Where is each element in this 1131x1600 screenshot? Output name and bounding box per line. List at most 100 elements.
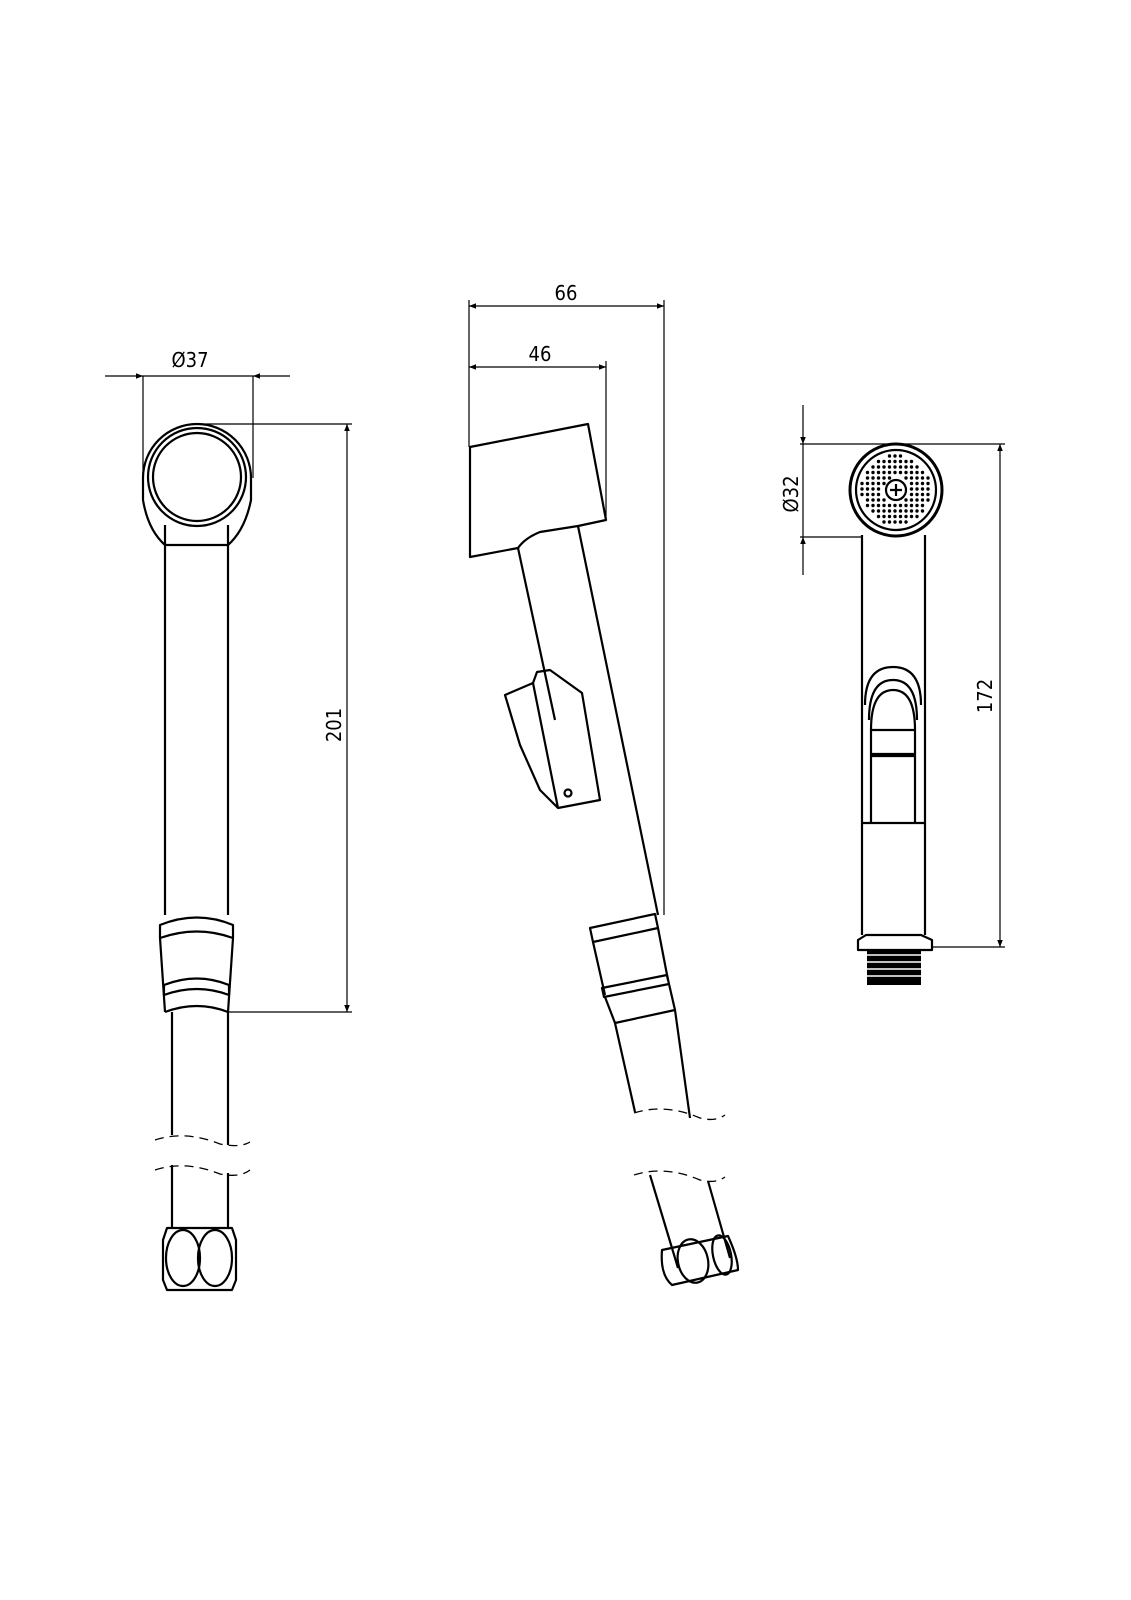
nozzle-dot xyxy=(898,459,903,464)
nozzle-dot xyxy=(887,459,892,464)
nozzle-dot xyxy=(876,498,881,502)
collar-ring xyxy=(600,973,677,1025)
spray-nozzles xyxy=(860,454,930,524)
nozzle-dot xyxy=(882,459,886,464)
hose-upper xyxy=(170,1012,230,1145)
nozzle-dot xyxy=(904,498,908,502)
nozzle-dot xyxy=(893,503,897,508)
nozzle-dot xyxy=(876,481,881,486)
nozzle-dot xyxy=(871,492,875,497)
nozzle-dot xyxy=(882,509,886,513)
nozzle-dot xyxy=(893,514,897,519)
nozzle-dot xyxy=(871,481,875,486)
nozzle-dot xyxy=(915,514,919,519)
nozzle-dot xyxy=(876,476,881,480)
hose-nut xyxy=(161,1226,238,1292)
break-line-1 xyxy=(633,1108,726,1121)
nozzle-dot xyxy=(915,470,919,475)
nozzle-dot xyxy=(893,470,897,475)
handle-body xyxy=(163,525,230,915)
top-view: Ø32 172 xyxy=(779,405,1005,985)
trigger-pin xyxy=(563,788,573,798)
nozzle-dot xyxy=(904,514,908,519)
nozzle-dot xyxy=(893,509,897,513)
nozzle-dot xyxy=(876,492,881,497)
hose-lower xyxy=(170,1165,230,1228)
nozzle-dot xyxy=(882,470,886,475)
nozzle-dot xyxy=(871,509,875,513)
nozzle-dot xyxy=(898,503,903,508)
nozzle-dot xyxy=(915,476,919,480)
nozzle-dot xyxy=(920,487,925,491)
nozzle-dot xyxy=(904,459,908,464)
nozzle-dot xyxy=(898,520,903,524)
thread xyxy=(867,950,921,985)
nozzle-dot xyxy=(915,481,919,486)
nozzle-dot xyxy=(915,487,919,491)
nozzle-dot xyxy=(909,514,914,519)
nozzle-dot xyxy=(915,503,919,508)
nozzle-dot xyxy=(887,454,892,458)
spray-face xyxy=(854,448,938,532)
nozzle-dot xyxy=(871,465,875,469)
side-view: 66 46 xyxy=(468,281,740,1287)
nozzle-dot xyxy=(915,509,919,513)
nozzle-dot xyxy=(882,503,886,508)
nozzle-dot xyxy=(882,520,886,524)
nozzle-dot xyxy=(909,492,914,497)
nozzle-dot xyxy=(876,487,881,491)
nozzle-dot xyxy=(893,465,897,469)
nozzle-dot xyxy=(876,470,881,475)
nozzle-dot xyxy=(887,509,892,513)
nozzle-dot xyxy=(904,509,908,513)
collar-top xyxy=(158,916,235,1013)
handle-body xyxy=(516,525,660,916)
trigger-arch-outer xyxy=(863,665,923,706)
nozzle-dot xyxy=(871,487,875,491)
break-line-1 xyxy=(154,1135,251,1147)
dim-head-diameter: Ø37 xyxy=(171,348,208,372)
nozzle-dot xyxy=(887,520,892,524)
head-ring xyxy=(146,426,248,528)
collar-top xyxy=(588,912,670,996)
nozzle-dot xyxy=(876,514,881,519)
nozzle-dot xyxy=(898,465,903,469)
nozzle-dot xyxy=(876,459,881,464)
nozzle-dot xyxy=(909,470,914,475)
dim-top-height: 172 xyxy=(973,679,997,713)
nozzle-dot xyxy=(909,459,914,464)
trigger-slot xyxy=(862,728,925,825)
head-housing xyxy=(141,422,253,547)
nozzle-dot xyxy=(920,492,925,497)
nozzle-dot xyxy=(909,498,914,502)
collar-ring xyxy=(162,977,231,1014)
nozzle-dot xyxy=(882,514,886,519)
nozzle-dot xyxy=(904,520,908,524)
nozzle-dot xyxy=(920,476,925,480)
front-view: Ø37 201 xyxy=(105,348,352,1292)
nozzle-dot xyxy=(909,465,914,469)
nozzle-dot xyxy=(915,465,919,469)
nozzle-dot xyxy=(904,470,908,475)
nozzle-dot xyxy=(893,454,897,458)
trigger-lever xyxy=(503,668,602,810)
nozzle-dot xyxy=(887,470,892,475)
handle-body xyxy=(860,535,927,935)
nozzle-dot xyxy=(865,487,870,491)
spray-head xyxy=(468,422,608,559)
head-face xyxy=(151,431,243,523)
nozzle-dot xyxy=(926,476,930,480)
nozzle-dot xyxy=(865,498,870,502)
nozzle-dot xyxy=(920,509,925,513)
nozzle-dot xyxy=(926,492,930,497)
screw-cross-icon xyxy=(890,484,902,496)
nozzle-dot xyxy=(882,481,886,486)
nozzle-dot xyxy=(920,481,925,486)
dim-total-depth: 66 xyxy=(555,281,578,305)
nozzle-dot xyxy=(865,470,870,475)
nozzle-dot xyxy=(893,520,897,524)
nozzle-dot xyxy=(887,465,892,469)
nozzle-dot xyxy=(920,503,925,508)
nozzle-dot xyxy=(865,492,870,497)
nozzle-dot xyxy=(893,459,897,464)
